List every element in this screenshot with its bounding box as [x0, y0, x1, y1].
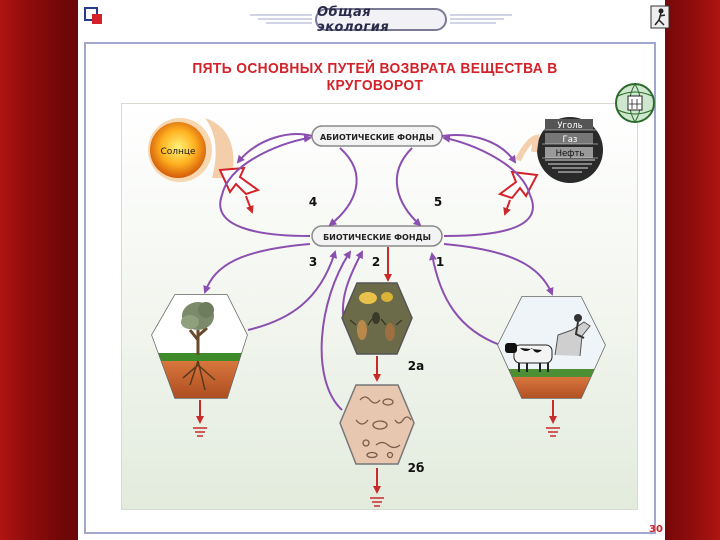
fossil-label-coal: Уголь [557, 121, 582, 131]
biotic-pool-label: БИОТИЧЕСКИЕ ФОНДЫ [323, 233, 431, 242]
path-1-arrow [429, 252, 501, 346]
sun-icon [148, 118, 234, 182]
header-stripes [250, 14, 512, 24]
slide-title: ПЯТЬ ОСНОВНЫХ ПУТЕЙ ВОЗВРАТА ВЕЩЕСТВА В … [192, 60, 558, 94]
plants-hexagon [151, 294, 248, 399]
abiotic-right-arrow [441, 134, 517, 164]
path-label-1: 1 [436, 255, 444, 269]
abiotic-to-biotic-right-arrow [395, 147, 422, 227]
fossil-label-oil: Нефть [556, 149, 585, 159]
biotic-to-animals-arrow [443, 243, 554, 296]
abiotic-pool-label: АБИОТИЧЕСКИЕ ФОНДЫ [320, 133, 434, 142]
header-title: Общая экология [315, 5, 447, 35]
biotic-pool-node [311, 225, 443, 247]
path-3-arrow [247, 250, 338, 331]
runner-icon [650, 5, 670, 29]
fossil-label-gas: Газ [563, 135, 578, 145]
ground-symbols [193, 427, 560, 507]
animals-hexagon [497, 296, 606, 399]
sun-label: Солнце [160, 147, 196, 157]
sun-energy-arrow-icon [218, 166, 261, 214]
abiotic-to-biotic-left-arrow [328, 147, 358, 227]
insects-hexagon [341, 282, 413, 355]
path-label-4: 4 [309, 195, 317, 209]
cycle-arrows [203, 133, 554, 411]
path-label-2b: 2б [408, 461, 425, 475]
microbes-to-biotic-arrow [320, 250, 352, 411]
path-label-2a: 2а [408, 359, 424, 373]
fossil-energy-arrow-icon [497, 134, 540, 216]
fossil-fuels-icon [537, 117, 603, 183]
red-flow-arrows [196, 247, 557, 494]
path-5-arrow [442, 134, 534, 237]
page-number: 30 [649, 524, 663, 535]
path-label-5: 5 [434, 195, 442, 209]
path-label-3: 3 [309, 255, 317, 269]
globe-logo-icon [615, 83, 655, 123]
biotic-to-plants-arrow [203, 243, 311, 294]
logo-icon [84, 7, 102, 24]
abiotic-left-arrow [236, 133, 313, 164]
path-4-arrow [219, 134, 312, 237]
microbes-hexagon [339, 384, 415, 465]
path-label-2: 2 [372, 255, 380, 269]
